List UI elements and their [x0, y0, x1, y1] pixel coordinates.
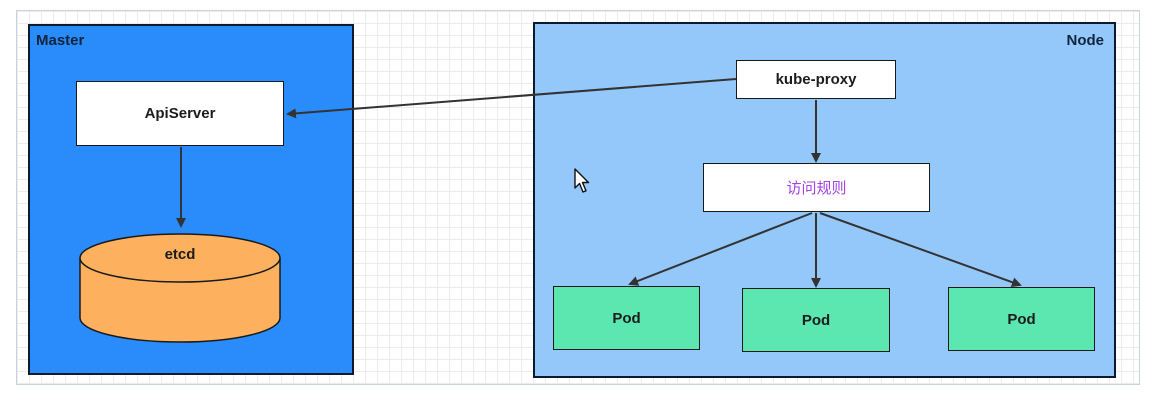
etcd-label: etcd: [164, 246, 196, 263]
pod-box-2[interactable]: Pod: [742, 288, 890, 352]
master-label: Master: [36, 32, 85, 49]
kube-proxy-label: kube-proxy: [775, 71, 857, 88]
mouse-pointer-icon: [574, 168, 590, 193]
access-rules-label: 访问规则: [786, 179, 847, 197]
kube-proxy-box[interactable]: kube-proxy: [736, 60, 896, 99]
pod-label-2: Pod: [801, 311, 831, 329]
pod-label-1: Pod: [612, 309, 641, 327]
access-rules-box[interactable]: 访问规则: [703, 163, 930, 212]
pod-label-3: Pod: [1007, 310, 1036, 328]
master-panel[interactable]: Master: [28, 24, 354, 375]
node-label: Node: [1066, 32, 1105, 49]
pod-box-3[interactable]: Pod: [948, 287, 1095, 351]
apiserver-label: ApiServer: [144, 105, 216, 122]
apiserver-box[interactable]: ApiServer: [76, 81, 284, 146]
pod-box-1[interactable]: Pod: [553, 286, 700, 350]
